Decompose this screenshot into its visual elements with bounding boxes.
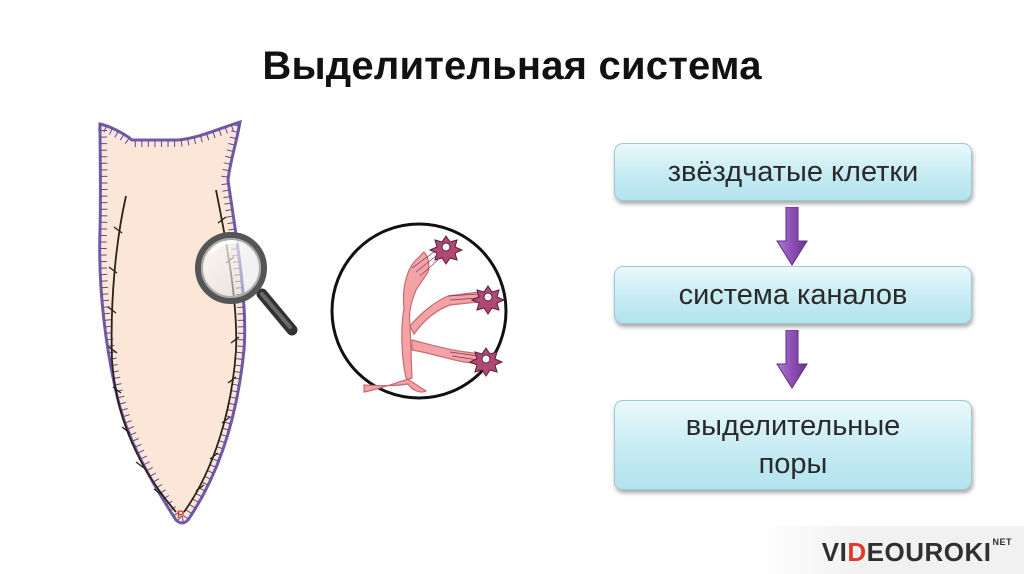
pore-label: P xyxy=(177,509,184,521)
zoom-circle xyxy=(330,222,508,400)
logo-backdrop xyxy=(754,526,1024,574)
down-arrow-icon xyxy=(776,207,808,266)
cilia-fringe xyxy=(98,122,245,523)
down-arrow-icon xyxy=(776,330,808,389)
page-title: Выделительная система xyxy=(262,44,762,88)
cilia-flames xyxy=(411,251,479,361)
magnifier-icon xyxy=(195,232,298,336)
planarian-body xyxy=(98,119,247,525)
flow-step-canal-system: система каналов xyxy=(614,266,972,324)
flow-step-star-cells: звёздчатые клетки xyxy=(614,143,972,201)
flow-step-3-line1: выделительные xyxy=(685,410,901,442)
videouroki-logo: VIDEOUROKINET xyxy=(821,537,1012,567)
flow-step-1-label: звёздчатые клетки xyxy=(667,156,919,188)
flow-step-3-line2: поры xyxy=(758,448,828,480)
flow-step-excretory-pores: выделительные поры xyxy=(614,400,972,490)
flow-step-2-label: система каналов xyxy=(678,279,908,311)
flame-cells xyxy=(428,235,506,377)
